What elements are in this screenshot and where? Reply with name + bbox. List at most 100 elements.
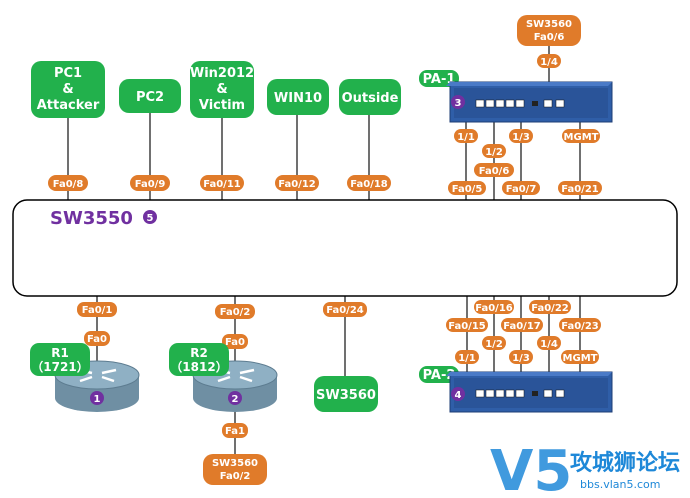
pa1-label: PA-1 — [419, 70, 459, 87]
fw-port — [515, 389, 525, 398]
port-label: Fa0/16 — [475, 303, 513, 314]
pa1-badge-number: 3 — [455, 98, 462, 109]
port-label: Fa0/6 — [479, 166, 510, 177]
pa1-top-switch[interactable]: SW3560 Fa0/6 — [517, 15, 581, 46]
host-label-line: Attacker — [37, 98, 100, 113]
port-label: 1/3 — [512, 132, 530, 143]
pa1-port-1-4: 1/4 — [537, 54, 561, 68]
r1-switch-port-fa0-1: Fa0/1 — [77, 302, 117, 317]
r1-badge — [90, 391, 104, 405]
port-fa0-18: Fa0/18 — [347, 175, 391, 191]
core-switch[interactable]: SW3550 5 — [12, 199, 678, 297]
pa1-firewall[interactable]: 3 — [446, 81, 613, 123]
pa2-port-mgmt: MGMT — [561, 350, 599, 364]
pa1-badge — [451, 95, 465, 109]
port-label: 1/1 — [458, 353, 476, 364]
pa2-sw-port-fa0-23: Fa0/23 — [559, 318, 601, 332]
pa2-port-1-3: 1/3 — [509, 350, 533, 364]
r1-label: R1 （1721） — [30, 343, 90, 376]
pa2-port-1-2: 1/2 — [482, 336, 506, 350]
host-label-line: PC2 — [136, 90, 164, 105]
pa2-port-1-1: 1/1 — [455, 350, 479, 364]
sw3560-port-fa0-24: Fa0/24 — [323, 302, 367, 317]
host-label-line: & — [62, 82, 73, 97]
host-win2012[interactable]: Win2012 & Victim — [190, 61, 254, 118]
bottom-switch-line: Fa0/2 — [220, 471, 251, 482]
host-win10[interactable]: WIN10 — [267, 79, 329, 115]
switch-badge — [143, 210, 157, 224]
fw-port — [515, 99, 525, 108]
fw-port — [532, 391, 538, 396]
pa2-sw-port-fa0-15: Fa0/15 — [446, 318, 488, 332]
port-label: MGMT — [563, 353, 598, 364]
top-switch-line: Fa0/6 — [534, 32, 565, 43]
fw-port — [543, 99, 553, 108]
port-label: Fa0/11 — [203, 179, 241, 190]
port-label: 1/4 — [540, 339, 558, 350]
host-label-line: & — [216, 82, 227, 97]
r2-badge — [228, 391, 242, 405]
pa1-sw-port-fa0-6: Fa0/6 — [474, 163, 514, 177]
port-label: Fa0 — [225, 337, 245, 348]
r2-label: R2 （1812） — [169, 343, 229, 376]
port-label: Fa0/15 — [448, 321, 486, 332]
pa1-port-mgmt: MGMT — [562, 129, 600, 143]
router-label-line: （1721） — [31, 359, 88, 374]
port-label: 1/4 — [540, 57, 558, 68]
pa2-sw-port-fa0-17: Fa0/17 — [501, 318, 543, 332]
port-label: Fa0/24 — [326, 305, 364, 316]
port-label: Fa0/9 — [135, 179, 166, 190]
port-label: Fa0/7 — [506, 184, 537, 195]
port-label: 1/2 — [485, 339, 503, 350]
port-fa0-9: Fa0/9 — [130, 175, 170, 191]
fw-port — [532, 101, 538, 106]
sw3560-bottom[interactable]: SW3560 — [314, 376, 378, 412]
pa1-port-1-2: 1/2 — [482, 144, 506, 158]
host-label-line: PC1 — [54, 66, 82, 81]
host-label-line: Outside — [342, 91, 399, 106]
host-label-line: Win2012 — [190, 66, 254, 81]
port-label: MGMT — [564, 132, 599, 143]
port-label: Fa0/12 — [278, 179, 316, 190]
r2-port-fa0: Fa0 — [222, 334, 248, 349]
fw-port — [555, 389, 565, 398]
r2-bottom-switch[interactable]: SW3560 Fa0/2 — [203, 454, 267, 485]
watermark-url: bbs.vlan5.com — [580, 478, 660, 491]
switch-badge-number: 5 — [147, 213, 154, 224]
pa2-sw-port-fa0-16: Fa0/16 — [474, 300, 514, 314]
fw-port — [543, 389, 553, 398]
port-fa0-11: Fa0/11 — [200, 175, 244, 191]
pa1-sw-port-fa0-7: Fa0/7 — [502, 181, 540, 195]
port-label: Fa0/8 — [53, 179, 84, 190]
fw-port — [555, 99, 565, 108]
port-label: Fa0/17 — [503, 321, 541, 332]
fw-port — [475, 389, 485, 398]
port-label: 1/1 — [457, 132, 475, 143]
r2-switch-port-fa0-2: Fa0/2 — [215, 304, 255, 319]
host-pc1[interactable]: PC1 & Attacker — [31, 61, 105, 118]
pa2-firewall[interactable]: 4 — [446, 371, 613, 413]
switch-name: SW3550 — [50, 208, 133, 229]
host-pc2[interactable]: PC2 — [119, 79, 181, 113]
fw-port — [495, 99, 505, 108]
top-switch-line: SW3560 — [526, 19, 572, 30]
host-outside[interactable]: Outside — [339, 79, 401, 115]
pa1-label-text: PA-1 — [423, 72, 456, 87]
router-r1[interactable]: 1 — [54, 360, 140, 412]
fw-port — [485, 389, 495, 398]
r1-port-fa0: Fa0 — [84, 331, 110, 346]
port-fa0-12: Fa0/12 — [275, 175, 319, 191]
pa2-sw-port-fa0-22: Fa0/22 — [529, 300, 571, 314]
router-label-line: R2 — [190, 346, 208, 360]
bottom-switch-line: SW3560 — [212, 458, 258, 469]
port-label: Fa0/21 — [561, 184, 599, 195]
port-label: 1/3 — [512, 353, 530, 364]
port-fa0-8: Fa0/8 — [48, 175, 88, 191]
sw3560-label: SW3560 — [316, 388, 376, 403]
port-label: Fa1 — [225, 426, 245, 437]
router-label-line: （1812） — [170, 359, 227, 374]
router-label-line: R1 — [51, 346, 69, 360]
port-label: 1/2 — [485, 147, 503, 158]
host-label-line: Victim — [199, 98, 245, 113]
pa2-label-text: PA-2 — [423, 368, 456, 383]
